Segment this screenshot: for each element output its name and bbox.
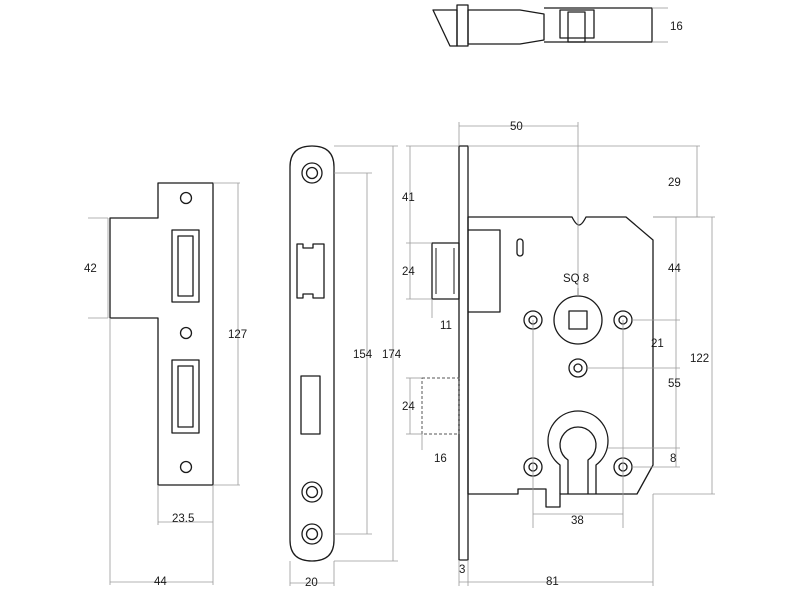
forend-faceplate <box>289 145 335 562</box>
faceplate-hole-spacing-label: 154 <box>353 349 373 361</box>
forend-thickness-label: 3 <box>459 564 465 576</box>
latch-thickness-label: 16 <box>670 21 683 33</box>
strike-cutout-height-label: 42 <box>84 263 97 275</box>
latch-projection-label: 11 <box>440 320 452 332</box>
cylinder-fixing-spacing-label: 38 <box>571 515 584 527</box>
centre-distance-label: 55 <box>668 378 681 390</box>
top-offset-label: 29 <box>668 177 681 189</box>
faceplate-length-label: 174 <box>382 349 402 361</box>
lock-case-dimensions: 50 29 41 24 11 SQ 8 38 44 21 55 8 122 <box>402 121 715 588</box>
fixing-spacing-upper-label: 44 <box>668 263 681 275</box>
spindle-size-label: SQ 8 <box>563 273 589 285</box>
fixing-spacing-lower-label: 8 <box>670 453 676 465</box>
spindle-hub <box>553 288 603 345</box>
euro-cylinder-cutout <box>547 410 609 494</box>
strike-width-label: 44 <box>154 576 167 588</box>
spindle-to-middle-label: 21 <box>651 338 664 350</box>
lock-case <box>421 145 654 561</box>
latch-position-label: 41 <box>402 192 415 204</box>
strike-hole-width-label: 23.5 <box>172 513 194 525</box>
forend-dimensions: 154 174 20 <box>289 145 402 589</box>
strike-dimensions: 42 127 23.5 44 <box>84 182 247 588</box>
strike-length-label: 127 <box>228 329 247 341</box>
case-depth-label: 81 <box>546 576 559 588</box>
backset-label: 50 <box>510 121 523 133</box>
bolt-height-label: 24 <box>402 401 415 413</box>
latch-top-view: 16 <box>432 4 683 47</box>
case-height-label: 122 <box>690 353 709 365</box>
latch-height-label: 24 <box>402 266 415 278</box>
fixing-holes <box>523 310 633 477</box>
strike-plate <box>109 182 214 486</box>
faceplate-width-label: 20 <box>305 577 318 589</box>
bolt-projection-label: 16 <box>434 453 447 465</box>
